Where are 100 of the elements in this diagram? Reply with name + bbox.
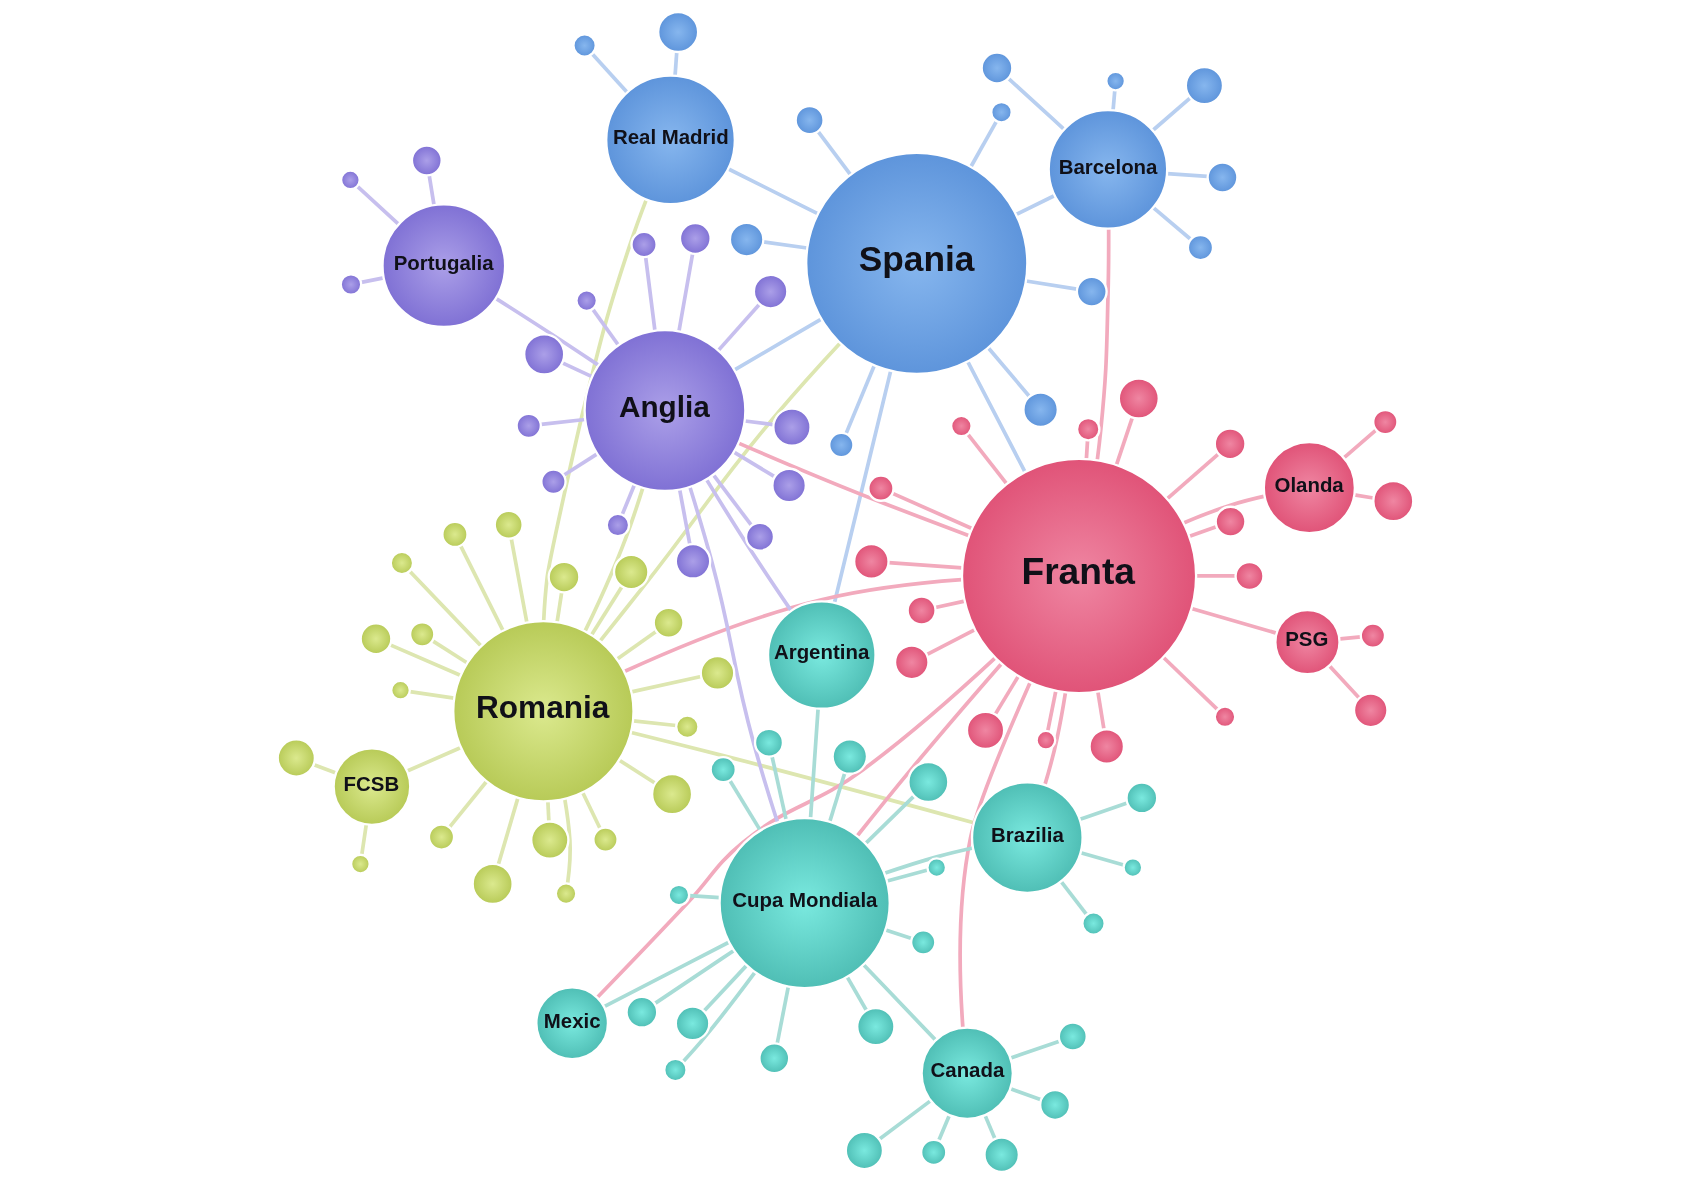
node-circle: Real Madrid <box>604 74 736 206</box>
node-circle <box>427 823 455 851</box>
node-circle <box>471 862 514 906</box>
node-circle: Canada <box>919 1026 1014 1120</box>
connector <box>620 484 636 516</box>
node-circle <box>699 655 735 691</box>
connector <box>1342 428 1377 460</box>
connector <box>1327 664 1361 700</box>
connector <box>1165 452 1220 501</box>
connector <box>580 791 602 830</box>
node-circle <box>1206 161 1239 194</box>
connector <box>355 185 400 226</box>
node-circle <box>652 606 685 639</box>
node-circle <box>1075 275 1108 308</box>
node-circle <box>1121 857 1143 878</box>
connector <box>615 630 657 661</box>
node-circle <box>1124 781 1158 815</box>
connector <box>1025 279 1077 292</box>
node-circle <box>906 595 937 626</box>
connector <box>965 360 1027 473</box>
connector <box>733 317 822 372</box>
node-circle: Olanda <box>1262 441 1356 535</box>
connector <box>1110 90 1117 111</box>
connector <box>968 120 998 168</box>
connector <box>845 976 868 1012</box>
connector <box>1094 228 1111 461</box>
node-circle <box>709 755 737 784</box>
node-circle <box>547 560 581 594</box>
node-circle <box>629 230 658 259</box>
node-circle <box>1038 1088 1071 1121</box>
connector <box>643 256 657 331</box>
connector <box>359 824 368 855</box>
connector <box>407 569 482 648</box>
connector <box>965 433 1008 485</box>
node-circle <box>678 222 712 255</box>
connector <box>732 450 775 479</box>
node-circle <box>771 407 812 447</box>
connector <box>653 948 735 1006</box>
node-circle <box>830 738 868 775</box>
connector <box>769 755 788 821</box>
node-circle: Barcelona <box>1047 108 1168 230</box>
connector <box>623 577 962 674</box>
connector <box>808 708 820 819</box>
node-circle: Anglia <box>582 329 746 493</box>
connector <box>762 240 807 250</box>
connector <box>595 656 996 999</box>
node-circle <box>1371 408 1399 436</box>
node-circle <box>753 727 784 758</box>
connector <box>672 51 679 76</box>
connector <box>891 491 973 531</box>
connector <box>409 689 454 700</box>
node-circle <box>339 169 361 191</box>
connector <box>1151 96 1191 132</box>
connector <box>1042 692 1067 786</box>
connector <box>1161 656 1219 711</box>
node-circle <box>855 1006 896 1047</box>
connector <box>405 745 461 773</box>
node-circle <box>1117 377 1160 420</box>
node-circle <box>674 543 711 580</box>
connector <box>883 846 973 876</box>
connector <box>688 893 720 900</box>
node-circle <box>980 51 1013 85</box>
connector <box>1114 417 1134 466</box>
node-circle <box>728 221 764 258</box>
connector <box>590 52 628 94</box>
connector <box>1182 494 1265 525</box>
connector <box>561 361 593 379</box>
node-circle <box>744 521 775 552</box>
node-circle <box>656 10 699 54</box>
connector <box>716 302 761 352</box>
node-circle <box>650 773 693 816</box>
node-circle <box>389 679 411 701</box>
node-circle <box>605 512 630 538</box>
connector <box>861 963 937 1042</box>
connector <box>1006 77 1065 131</box>
connector <box>1353 493 1374 500</box>
node-circle <box>827 431 855 459</box>
connector <box>982 1114 997 1140</box>
connector <box>744 419 774 427</box>
connector <box>1009 1039 1060 1060</box>
node-circle: FCSB <box>331 747 411 826</box>
node-circle <box>925 857 947 879</box>
connector <box>877 1099 931 1141</box>
node-circle <box>529 820 570 860</box>
node-circle <box>410 144 443 177</box>
node-circle: Argentina <box>766 600 877 710</box>
node-circle <box>1213 705 1236 729</box>
connector <box>554 592 564 623</box>
node-circle <box>1371 480 1414 523</box>
connector <box>711 474 753 527</box>
connector <box>676 253 694 332</box>
connector <box>431 639 468 665</box>
node-circle <box>624 995 658 1029</box>
node-circle: Brazilia <box>970 781 1084 894</box>
connector <box>816 130 852 176</box>
connector <box>957 681 1032 1028</box>
connector <box>934 599 965 610</box>
node-circle <box>1186 233 1214 262</box>
node-circle <box>1233 560 1265 592</box>
connector <box>494 296 599 367</box>
